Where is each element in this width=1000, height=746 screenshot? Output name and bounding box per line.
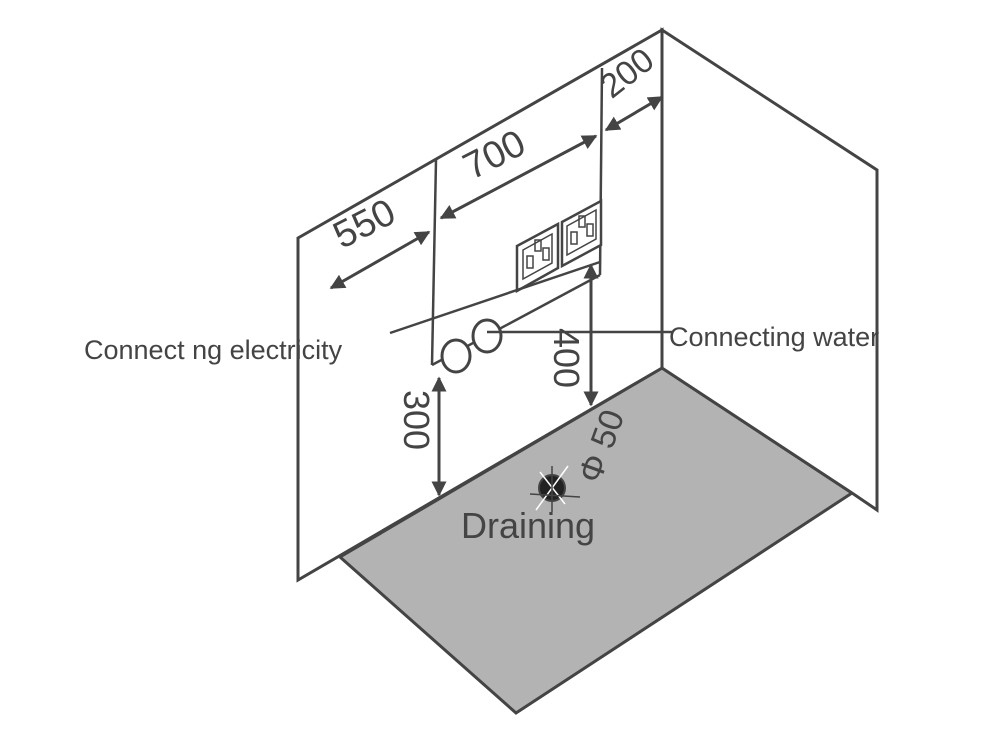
dim-700-arrow — [439, 134, 598, 220]
electricity-leader-line — [389, 260, 601, 335]
water-inlet-left — [440, 338, 472, 374]
right-wall — [660, 27, 879, 513]
dim-200-arrow — [604, 95, 664, 132]
drain-icon — [529, 465, 581, 512]
dim-400-label: 400 — [546, 328, 587, 388]
power-socket-left — [515, 221, 560, 294]
power-socket-right — [560, 198, 603, 269]
electricity-label: Connect ng electricity — [84, 335, 343, 365]
water-inlet-right — [471, 318, 503, 354]
dim-300-label: 300 — [396, 390, 437, 450]
draining-label: Draining — [461, 505, 595, 546]
dim-550-arrow — [329, 230, 431, 290]
water-label: Connecting water — [669, 322, 879, 352]
left-guide-line — [430, 159, 438, 366]
